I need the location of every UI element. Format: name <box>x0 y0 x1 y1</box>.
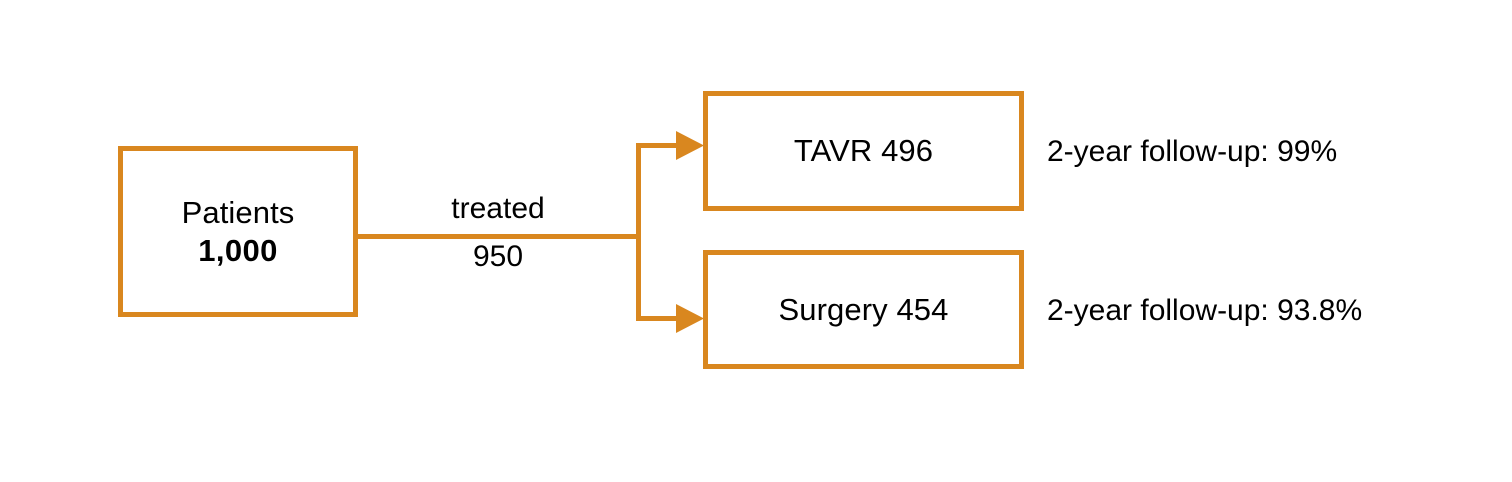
annotation-surgery-followup: 2-year follow-up: 93.8% <box>1047 294 1363 327</box>
node-patients: Patients 1,000 <box>118 146 358 317</box>
arrowhead-tavr-icon <box>676 131 704 160</box>
node-surgery-label: Surgery 454 <box>778 291 949 327</box>
annotation-tavr-followup: 2-year follow-up: 99% <box>1047 135 1338 168</box>
edge-label-treated: treated <box>451 192 545 225</box>
node-patients-title: Patients <box>181 194 295 230</box>
edge-label-treated-count: 950 <box>472 240 524 273</box>
node-tavr: TAVR 496 <box>703 91 1024 211</box>
node-surgery: Surgery 454 <box>703 250 1024 369</box>
node-tavr-label: TAVR 496 <box>793 133 934 169</box>
node-patients-value: 1,000 <box>198 232 278 268</box>
arrowhead-surgery-icon <box>676 304 704 333</box>
